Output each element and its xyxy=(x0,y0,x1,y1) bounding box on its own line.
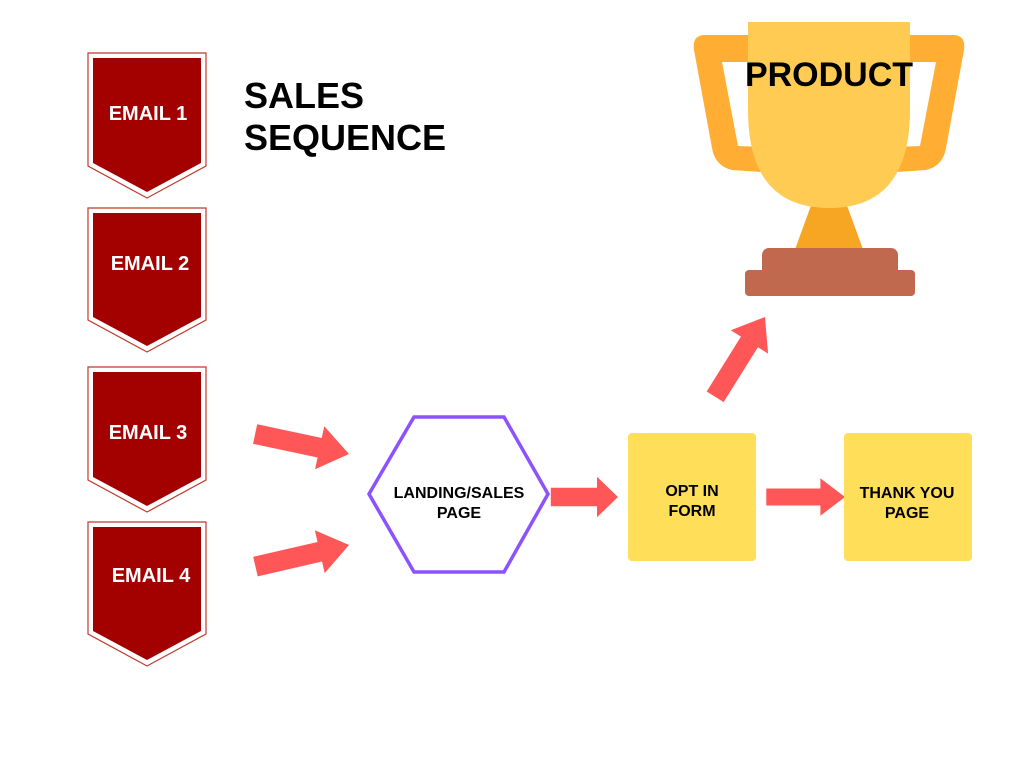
trophy-right-handle xyxy=(868,35,965,174)
trophy-cup xyxy=(748,22,910,208)
arrow-optin-to-thankyou xyxy=(766,478,845,516)
landing-page-node: LANDING/SALES PAGE xyxy=(366,415,551,574)
email-3-label: EMAIL 3 xyxy=(109,422,188,444)
landing-page-label-line-2: PAGE xyxy=(437,505,481,522)
thank-you-page-box xyxy=(844,433,972,561)
trophy-base-bottom xyxy=(745,270,915,296)
title-line-2: SEQUENCE xyxy=(244,117,446,158)
opt-in-form-label-line-1: OPT IN xyxy=(665,483,718,500)
title-line-1: SALES xyxy=(244,75,364,116)
email-2-label: EMAIL 2 xyxy=(111,253,190,275)
thank-you-page-label-line-2: PAGE xyxy=(885,505,929,522)
arrow-landing-to-optin xyxy=(550,476,618,518)
trophy-stem xyxy=(794,192,864,252)
email-1-label: EMAIL 1 xyxy=(109,103,188,125)
email-1-shape xyxy=(93,58,201,192)
opt-in-form-box xyxy=(628,433,756,561)
email-2-shape xyxy=(93,213,201,346)
email-2-outline xyxy=(87,207,207,353)
trophy-left-handle xyxy=(693,35,790,174)
arrow-optin-to-product xyxy=(696,305,784,409)
email-2-node: EMAIL 2 xyxy=(87,207,207,353)
arrow-email4-to-landing xyxy=(250,523,354,589)
opt-in-form-node: OPT IN FORM xyxy=(628,433,756,561)
product-trophy: PRODUCT xyxy=(693,22,965,296)
email-1-node: EMAIL 1 xyxy=(87,52,207,199)
arrow-email3-to-landing xyxy=(250,412,354,476)
email-4-shape xyxy=(93,527,201,660)
email-1-outline xyxy=(87,52,207,199)
email-3-shape xyxy=(93,372,201,506)
email-3-node: EMAIL 3 xyxy=(87,366,207,513)
email-4-node: EMAIL 4 xyxy=(87,521,207,667)
thank-you-page-node: THANK YOU PAGE xyxy=(844,433,972,561)
product-label: PRODUCT xyxy=(745,56,913,94)
email-3-outline xyxy=(87,366,207,513)
email-4-label: EMAIL 4 xyxy=(112,565,191,587)
opt-in-form-label-line-2: FORM xyxy=(668,503,715,520)
landing-page-label-line-1: LANDING/SALES xyxy=(394,485,525,502)
thank-you-page-label-line-1: THANK YOU xyxy=(860,485,955,502)
landing-page-hexagon xyxy=(366,415,551,574)
email-4-outline xyxy=(87,521,207,667)
